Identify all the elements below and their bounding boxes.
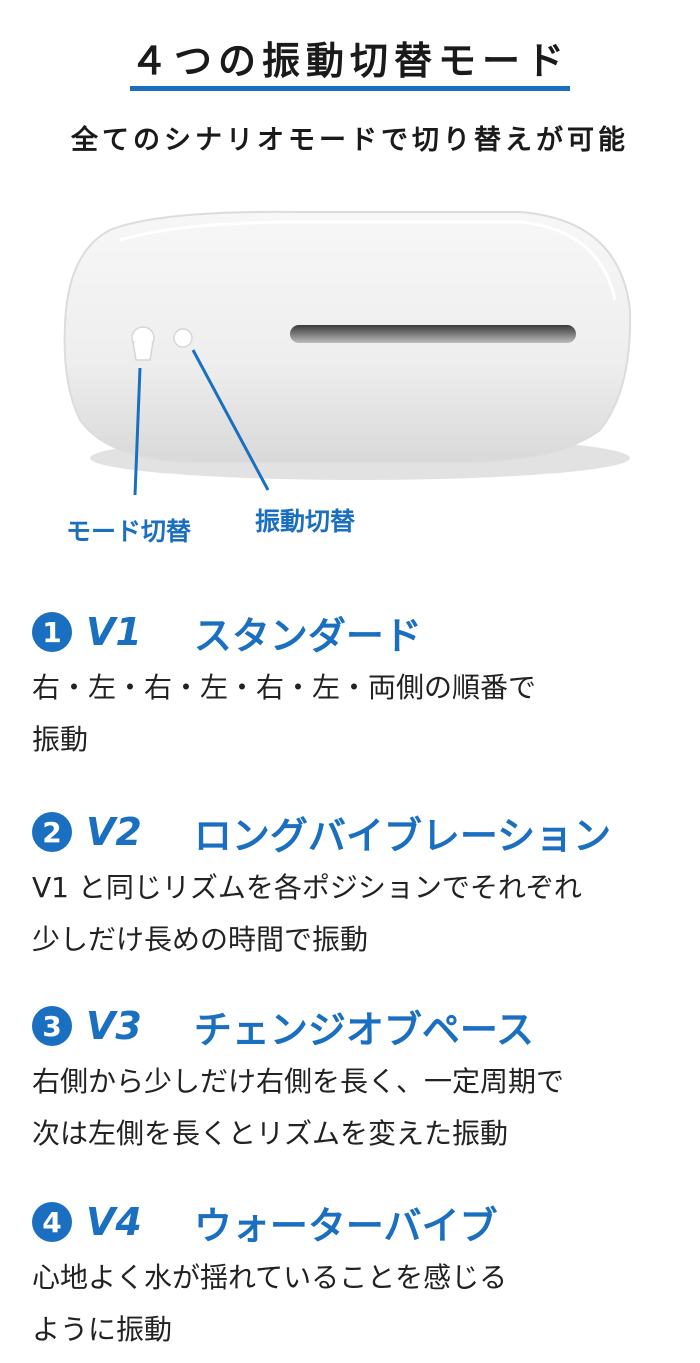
vibration-switch-label: 振動切替	[255, 507, 356, 536]
mode-code: V2	[86, 810, 142, 854]
page-title: ４つの振動切替モード	[129, 39, 570, 83]
mode-description: V1 と同じリズムを各ポジションでそれぞれ 少しだけ長めの時間で振動	[32, 871, 582, 956]
mode-switch-label: モード切替	[66, 517, 192, 546]
vibration-callout-line	[191, 349, 270, 491]
mode-number-badge: 2	[32, 812, 72, 852]
mode-number-badge: 3	[32, 1006, 72, 1046]
mode-name: スタンダード	[193, 613, 422, 658]
mode-callout-line	[133, 367, 142, 496]
mode-heading: 2 V2 ロングバイブレーション	[32, 806, 692, 858]
device-illustration	[63, 210, 632, 496]
mode-heading: 4 V4 ウォーターバイブ	[32, 1196, 692, 1248]
vibration-button-icon	[173, 328, 193, 348]
title-underline	[130, 86, 570, 91]
mode-number-badge: 1	[32, 612, 72, 652]
mode-item-3: 3 V3 チェンジオブペース 右側から少しだけ右側を長く、一定周期で 次は左側を…	[32, 1000, 692, 1160]
light-slot	[290, 325, 576, 343]
mode-heading: 3 V3 チェンジオブペース	[32, 1000, 692, 1052]
mode-description: 右・左・右・左・右・左・両側の順番で 振動	[32, 671, 537, 756]
mode-number-badge: 4	[32, 1202, 72, 1242]
mode-code: V4	[86, 1200, 142, 1244]
mode-name: チェンジオブペース	[193, 1007, 534, 1052]
mode-name: ウォーターバイブ	[193, 1203, 498, 1248]
mode-code: V1	[86, 610, 142, 654]
mode-item-2: 2 V2 ロングバイブレーション V1 と同じリズムを各ポジションでそれぞれ 少…	[32, 806, 692, 966]
mode-code: V3	[86, 1004, 142, 1048]
mode-name: ロングバイブレーション	[193, 813, 612, 858]
mode-description: 心地よく水が揺れていることを感じる ように振動	[32, 1261, 508, 1346]
mode-item-1: 1 V1 スタンダード 右・左・右・左・右・左・両側の順番で 振動	[32, 606, 692, 766]
mode-heading: 1 V1 スタンダード	[32, 606, 692, 658]
mode-button-icon	[131, 326, 155, 361]
mode-description: 右側から少しだけ右側を長く、一定周期で 次は左側を長くとリズムを変えた振動	[32, 1065, 565, 1150]
mode-item-4: 4 V4 ウォーターバイブ 心地よく水が揺れていることを感じる ように振動	[32, 1196, 692, 1356]
page-subtitle: 全てのシナリオモードで切り替えが可能	[71, 125, 629, 156]
